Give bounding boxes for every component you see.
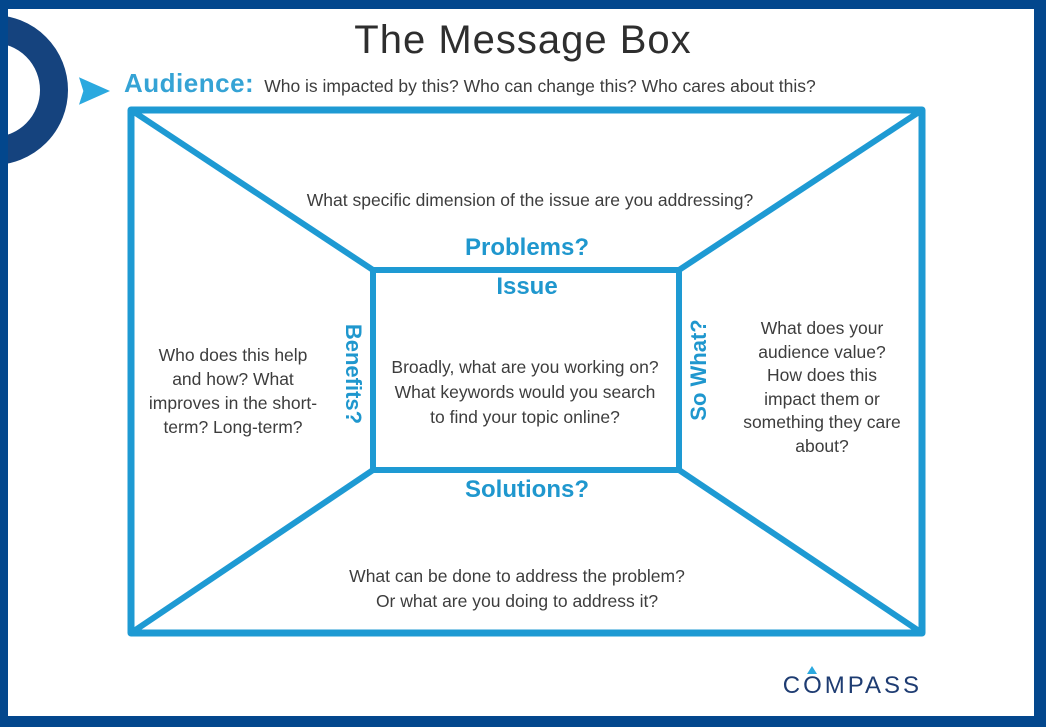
problems-question: What specific dimension of the issue are…	[306, 190, 754, 210]
diagonal-bottom-left	[129, 467, 375, 636]
compass-logo-text: COMPASS	[782, 672, 922, 699]
so-what-label: So What?	[686, 319, 711, 421]
inner-issue-box-line	[370, 267, 682, 473]
solutions-question: What can be done to address the problem?…	[349, 566, 685, 611]
problems-label: Problems?	[464, 234, 590, 261]
compass-caret-icon	[806, 666, 817, 674]
benefits-question: Who does this help and how? What improve…	[148, 345, 318, 437]
compass-logo: COMPASS	[782, 666, 922, 700]
audience-question: Who is impacted by this? Who can change …	[264, 76, 816, 96]
diagonal-top-right	[677, 107, 924, 273]
solutions-label: Solutions?	[465, 476, 589, 503]
outer-box-line	[127, 106, 926, 637]
benefits-label: Benefits?	[341, 323, 366, 425]
diagonal-top-left	[129, 107, 375, 273]
issue-label: Issue	[496, 273, 558, 300]
issue-question: Broadly, what are you working on? What k…	[391, 357, 659, 427]
audience-label: Audience:	[124, 68, 255, 98]
diagonal-bottom-right	[677, 467, 924, 636]
page-title: The Message Box	[354, 18, 692, 62]
audience-row: Audience: Who is impacted by this? Who c…	[124, 68, 816, 99]
so-what-question: What does your audience value? How does …	[743, 318, 901, 456]
